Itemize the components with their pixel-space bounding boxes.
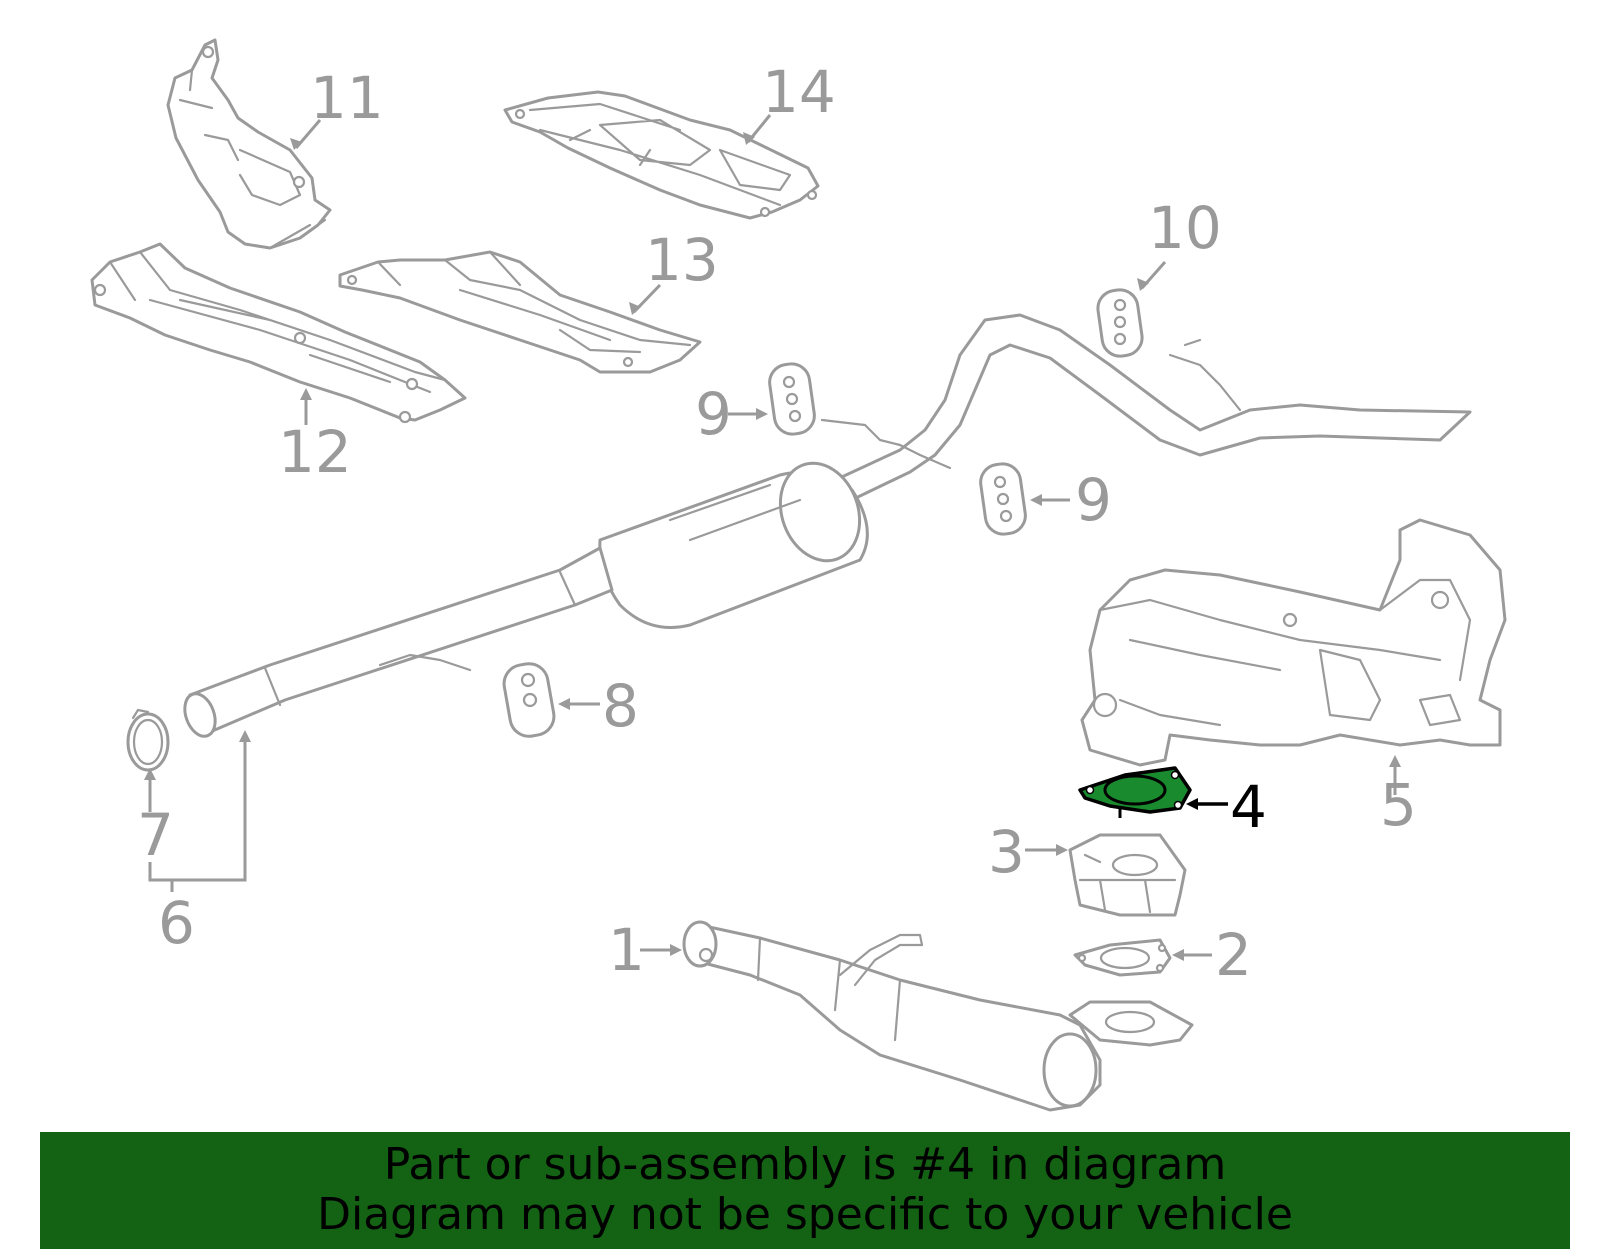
callout-11: 11 <box>310 64 384 132</box>
part-6-muffler-pipe-assembly <box>183 313 1472 738</box>
part-11-heat-shield <box>166 38 332 250</box>
callout-13: 13 <box>645 226 719 294</box>
part-9-hanger-lower <box>979 462 1027 536</box>
part-10-hanger <box>1096 288 1144 358</box>
callout-7: 7 <box>137 801 174 869</box>
part-1-front-pipe-converter <box>682 920 1194 1112</box>
part-12-floor-shield <box>90 242 467 424</box>
callout-3: 3 <box>988 818 1025 886</box>
part-4-gasket <box>1078 766 1192 818</box>
part-13-tunnel-shield <box>338 250 702 374</box>
part-3-flange <box>1068 833 1187 917</box>
banner-line-2: Diagram may not be specific to your vehi… <box>317 1189 1293 1240</box>
part-9-hanger-upper <box>768 362 816 436</box>
part-7-clamp <box>126 708 170 772</box>
callout-8: 8 <box>602 672 639 740</box>
callout-4: 4 <box>1230 773 1267 841</box>
callout-6: 6 <box>158 889 195 957</box>
part-14-underbody-shield <box>503 90 820 220</box>
banner-line-1: Part or sub-assembly is #4 in diagram <box>383 1139 1227 1190</box>
callout-9-lower: 9 <box>1075 466 1112 534</box>
callout-9-upper: 9 <box>695 380 732 448</box>
part-2-gasket <box>1073 938 1172 977</box>
callout-1: 1 <box>608 916 645 984</box>
notice-banner: Part or sub-assembly is #4 in diagram Di… <box>40 1132 1570 1249</box>
callout-5: 5 <box>1380 771 1417 839</box>
callout-14: 14 <box>762 58 836 126</box>
callout-10: 10 <box>1148 194 1222 262</box>
part-8-hanger <box>502 662 556 738</box>
callout-12: 12 <box>278 418 352 486</box>
exhaust-parts-diagram: 11 14 13 12 10 9 9 8 7 6 5 4 3 2 <box>90 38 1507 1112</box>
callout-2: 2 <box>1215 921 1252 989</box>
part-5-catalytic-converter <box>1080 518 1507 767</box>
